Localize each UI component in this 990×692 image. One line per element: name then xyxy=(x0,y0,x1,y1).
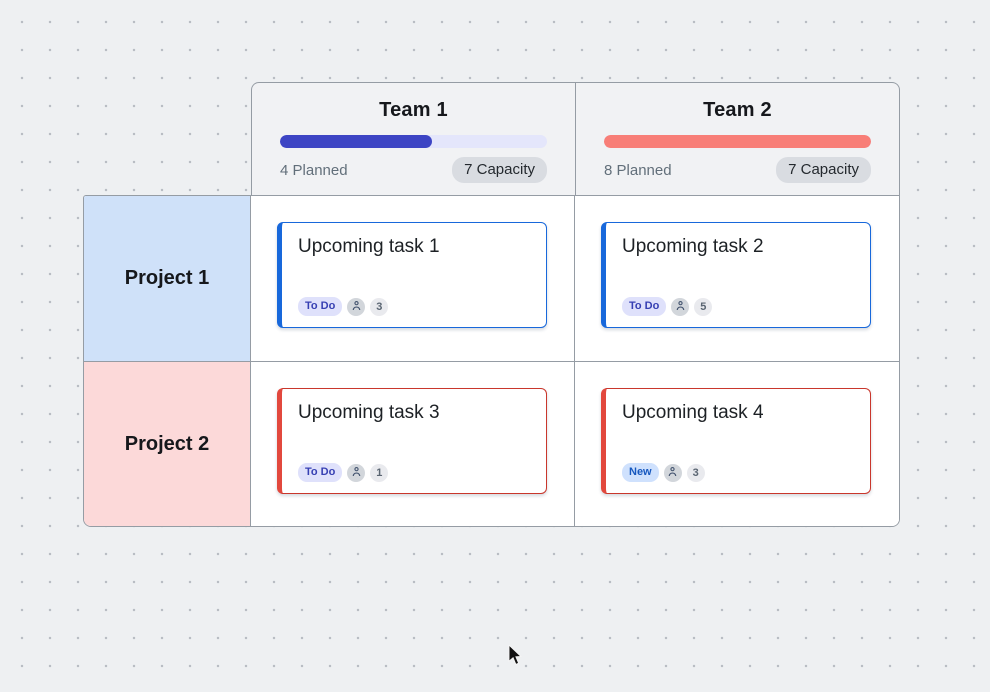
person-icon xyxy=(351,464,362,482)
grid-cell-project1-team2: Upcoming task 2 To Do 5 xyxy=(575,196,899,362)
status-badge: To Do xyxy=(622,297,667,316)
grid-cell-project2-team1: Upcoming task 3 To Do 1 xyxy=(251,362,575,526)
person-icon xyxy=(667,464,678,482)
team-1-title: Team 1 xyxy=(379,99,448,121)
assignee-count-badge: 3 xyxy=(686,463,705,482)
assignee-avatar xyxy=(347,297,366,316)
assignee-avatar xyxy=(671,297,690,316)
status-badge: New xyxy=(622,463,659,482)
status-badge: To Do xyxy=(298,463,343,482)
team-2-capacity-badge: 7 Capacity xyxy=(776,157,871,183)
team-header-team-2: Team 2 8 Planned 7 Capacity xyxy=(575,83,899,195)
team-2-capacity-bar-fill xyxy=(604,135,871,148)
assignee-count-badge: 1 xyxy=(370,463,389,482)
assignee-count-badge: 3 xyxy=(370,297,389,316)
team-2-title: Team 2 xyxy=(703,99,772,121)
team-2-planned-label: 8 Planned xyxy=(604,161,672,179)
teams-header-row: Team 1 4 Planned 7 Capacity Team 2 8 Pla… xyxy=(251,82,900,195)
project-row-header-project-2: Project 2 xyxy=(84,362,251,526)
project-2-label: Project 2 xyxy=(124,432,210,455)
team-2-capacity-bar xyxy=(604,135,871,148)
grid-cell-project1-team1: Upcoming task 1 To Do 3 xyxy=(251,196,575,362)
team-header-team-1: Team 1 4 Planned 7 Capacity xyxy=(252,83,575,195)
project-1-label: Project 1 xyxy=(124,267,210,289)
assignee-avatar xyxy=(663,463,682,482)
project-row-header-project-1: Project 1 xyxy=(84,196,251,362)
team-1-capacity-bar xyxy=(280,135,547,148)
status-badge: To Do xyxy=(298,297,343,316)
task-card-upcoming-task-3[interactable]: Upcoming task 3 To Do 1 xyxy=(277,388,547,494)
task-card-title: Upcoming task 2 xyxy=(622,236,764,257)
task-card-upcoming-task-1[interactable]: Upcoming task 1 To Do 3 xyxy=(277,222,547,328)
mouse-cursor-icon xyxy=(508,643,523,666)
grid-cell-project2-team2: Upcoming task 4 New 3 xyxy=(575,362,899,526)
assignee-count-badge: 5 xyxy=(694,297,713,316)
person-icon xyxy=(675,298,686,316)
task-card-upcoming-task-2[interactable]: Upcoming task 2 To Do 5 xyxy=(601,222,871,328)
person-icon xyxy=(351,298,362,316)
team-1-capacity-bar-fill xyxy=(280,135,433,148)
board-grid: Project 1 Upcoming task 1 To Do 3 Upcomi… xyxy=(83,195,900,527)
task-card-title: Upcoming task 3 xyxy=(298,402,440,423)
team-1-planned-label: 4 Planned xyxy=(280,161,348,179)
task-card-upcoming-task-4[interactable]: Upcoming task 4 New 3 xyxy=(601,388,871,494)
team-1-capacity-badge: 7 Capacity xyxy=(452,157,547,183)
task-card-title: Upcoming task 4 xyxy=(622,402,764,423)
assignee-avatar xyxy=(347,463,366,482)
task-card-title: Upcoming task 1 xyxy=(298,236,440,257)
